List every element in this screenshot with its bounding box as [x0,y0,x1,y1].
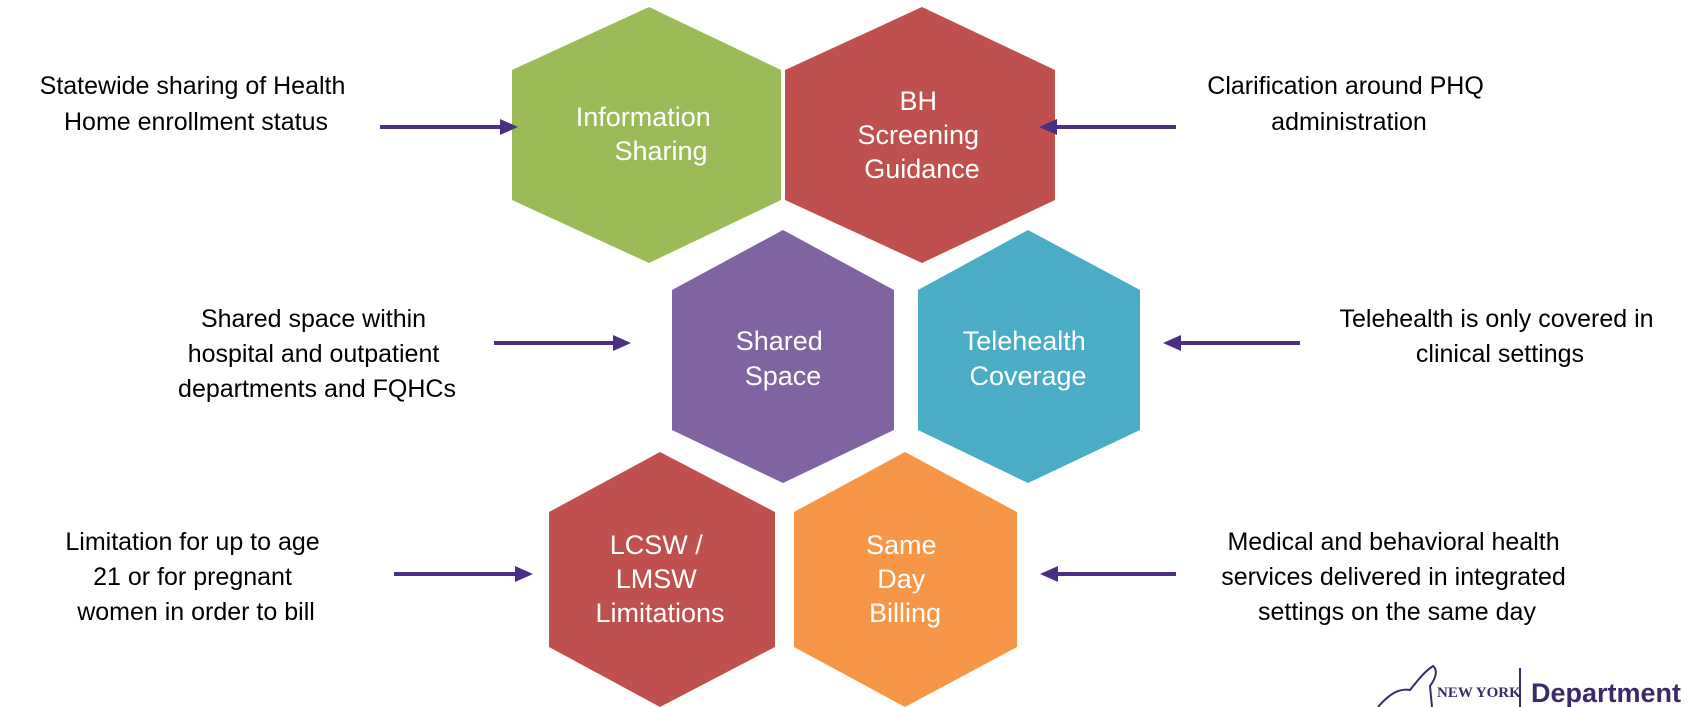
note-text: Clarification around PHQ administration [1207,72,1490,136]
note-text: Medical and behavioral health services d… [1221,528,1573,626]
arrow-head [500,119,518,135]
hexagon-lcsw-lmsw-limitations: LCSW / LMSW Limitations [549,452,775,707]
logo-state-name: NEW YORK [1437,685,1521,701]
note-text: Limitation for up to age 21 or for pregn… [65,528,326,626]
hexagon-label: Information Sharing [576,102,719,166]
nys-department-logo: NEW YORK Department [1377,664,1681,707]
hexagon-shape [918,230,1140,483]
hexagon-shape [672,230,894,483]
logo-department-name: Department [1531,678,1681,707]
note-same-day-billing: Medical and behavioral health services d… [1040,528,1573,626]
note-information-sharing: Statewide sharing of Health Home enrollm… [40,72,518,136]
arrow-head [1163,335,1181,351]
note-telehealth-coverage: Telehealth is only covered in clinical s… [1163,305,1660,368]
hexagon-shared-space: Shared Space [672,230,894,483]
arrow-head [515,566,533,582]
hexagon-same-day-billing: Same Day Billing [794,452,1017,707]
note-text: Statewide sharing of Health Home enrollm… [40,72,353,136]
note-text: Shared space within hospital and outpati… [178,305,456,403]
hexagon-label: LCSW / LMSW Limitations [595,530,724,628]
hexagon-label: Same Day Billing [866,530,944,628]
hexagon-shape [785,7,1055,263]
arrow-head [613,335,631,351]
hexagon-information-sharing: Information Sharing [512,7,781,263]
hexagon-label: Shared Space [736,326,831,391]
hexagon-shape [794,452,1017,707]
arrow-head [1039,119,1057,135]
note-bh-screening: Clarification around PHQ administration [1039,72,1490,136]
hexagon-shape [549,452,775,707]
arrow-head [1040,566,1058,582]
state-outline-icon [1377,664,1437,707]
hexagon-shape [512,7,781,263]
note-lcsw-lmsw-limitations: Limitation for up to age 21 or for pregn… [65,528,533,626]
note-shared-space: Shared space within hospital and outpati… [178,305,631,403]
hexagon-bh-screening-guidance: BH Screening Guidance [785,7,1055,263]
hexagon-label: BH Screening Guidance [857,86,986,184]
note-text: Telehealth is only covered in clinical s… [1339,305,1660,368]
hexagon-label: Telehealth Coverage [963,326,1094,391]
hexagon-telehealth-coverage: Telehealth Coverage [918,230,1140,483]
